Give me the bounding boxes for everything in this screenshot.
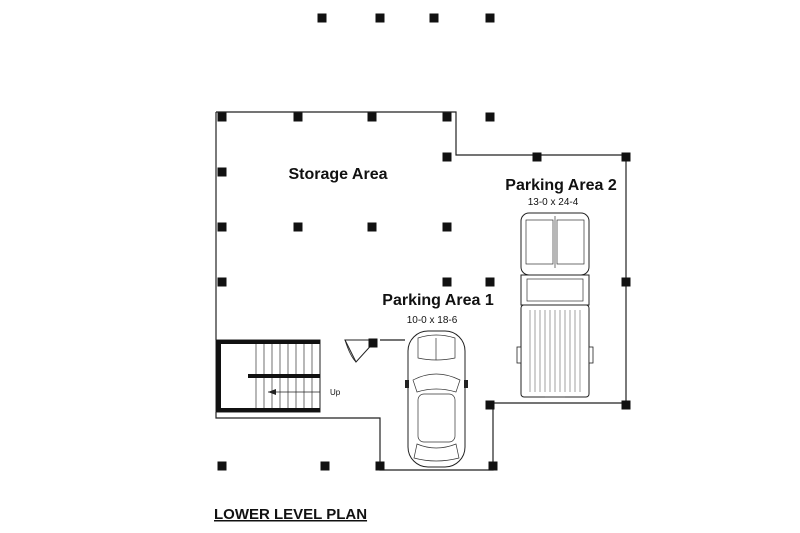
post <box>293 112 303 122</box>
post <box>442 222 452 232</box>
post <box>621 400 631 410</box>
plan-title: LOWER LEVEL PLAN <box>214 506 367 523</box>
post <box>217 222 227 232</box>
post <box>217 461 227 471</box>
car-icon <box>405 330 468 468</box>
post <box>217 112 227 122</box>
stair-up-label: Up <box>330 388 341 397</box>
post <box>429 13 439 23</box>
parking-area-2-label: Parking Area 2 <box>505 177 617 194</box>
post <box>442 112 452 122</box>
post <box>621 277 631 287</box>
door-swing <box>344 339 378 363</box>
post <box>217 167 227 177</box>
storage-area-label: Storage Area <box>289 166 388 183</box>
post <box>375 13 385 23</box>
post <box>485 13 495 23</box>
post <box>367 222 377 232</box>
post <box>442 152 452 162</box>
post <box>375 461 385 471</box>
post <box>317 13 327 23</box>
post <box>217 277 227 287</box>
structural-posts <box>217 13 631 471</box>
parking-area-1-dimensions: 10-0 x 18-6 <box>407 315 458 326</box>
post <box>532 152 542 162</box>
post <box>442 277 452 287</box>
truck-icon <box>516 212 594 398</box>
exterior-walls <box>215 111 627 471</box>
post <box>293 222 303 232</box>
parking-area-1-label: Parking Area 1 <box>382 292 494 309</box>
post <box>621 152 631 162</box>
post <box>367 112 377 122</box>
post <box>368 338 378 348</box>
staircase <box>215 339 321 413</box>
post <box>320 461 330 471</box>
post <box>485 400 495 410</box>
post <box>488 461 498 471</box>
post <box>485 277 495 287</box>
parking-area-2-dimensions: 13-0 x 24-4 <box>528 197 579 208</box>
post <box>485 112 495 122</box>
